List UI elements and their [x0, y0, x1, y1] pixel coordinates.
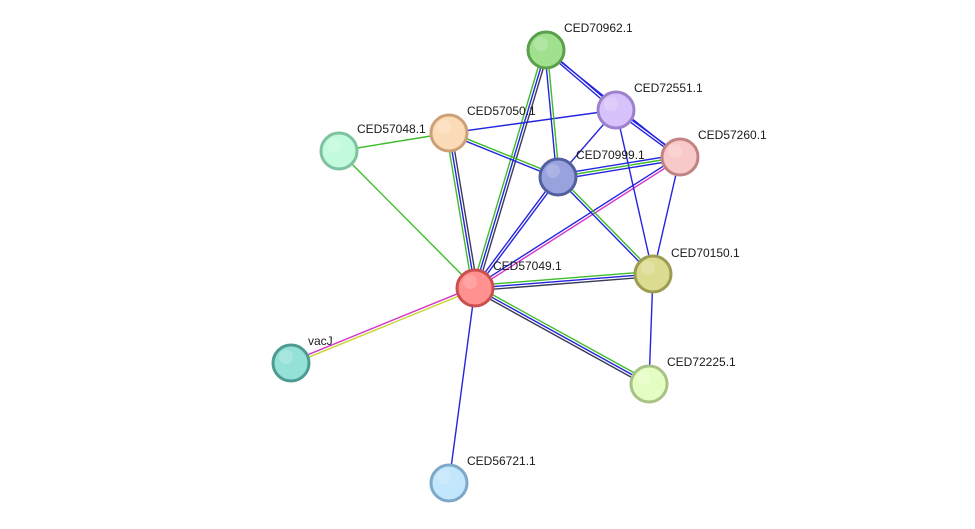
edge-line: [546, 49, 560, 177]
node-highlight: [546, 164, 560, 178]
edge-line: [450, 132, 479, 288]
edge-line: [476, 50, 550, 289]
edge-ced57050-1-ced70999-1: [448, 131, 559, 179]
edge-ced57049-1-ced57048-1: [338, 150, 476, 289]
node-label: CED70150.1: [671, 246, 740, 260]
nodes-layer: CED57049.1 CED70962.1CED72551.1CED57050.1…: [271, 21, 767, 503]
edge-line: [557, 156, 681, 178]
node-vacj[interactable]: vacJ: [271, 334, 333, 383]
node-label: CED70962.1: [564, 21, 633, 35]
node-circle[interactable]: [429, 463, 469, 503]
node-circle[interactable]: [455, 268, 495, 308]
node-label: CED72225.1: [667, 355, 736, 369]
node-ced57050-1[interactable]: CED57050.1: [429, 104, 536, 153]
edge-line: [615, 109, 654, 275]
edge-ced57049-1-ced56721-1: [448, 287, 476, 484]
edge-line: [474, 270, 653, 287]
node-circle[interactable]: [538, 157, 578, 197]
node-ced56721-1[interactable]: CED56721.1: [429, 454, 536, 503]
edge-line: [445, 133, 474, 289]
edge-line: [448, 109, 617, 134]
node-label: vacJ: [308, 334, 333, 348]
node-highlight: [279, 350, 293, 364]
node-ced70150-1[interactable]: CED70150.1: [633, 246, 740, 294]
node-label: CED56721.1: [467, 454, 536, 468]
node-highlight: [437, 120, 451, 134]
node-ced57049-1[interactable]: CED57049.1: [455, 259, 562, 308]
edge-line: [338, 150, 476, 289]
edge-line: [558, 158, 681, 181]
node-circle[interactable]: [596, 90, 636, 130]
node-ced57048-1[interactable]: CED57048.1: [319, 122, 426, 171]
edge-line: [474, 287, 650, 385]
edge-ced57049-1-ced70962-1: [471, 49, 550, 289]
edge-ced57050-1-ced72551-1: [448, 109, 617, 134]
node-label: CED70999.1: [576, 148, 645, 162]
edge-line: [475, 177, 560, 290]
node-label: CED57050.1: [467, 104, 536, 118]
edge-line: [558, 175, 655, 274]
edge-line: [475, 285, 651, 383]
node-label: CED72551.1: [634, 81, 703, 95]
edge-ced72551-1-ced70150-1: [615, 109, 654, 275]
node-ced70962-1[interactable]: CED70962.1: [526, 21, 633, 70]
edge-line: [473, 155, 680, 288]
node-label: CED57048.1: [357, 122, 426, 136]
edge-line: [449, 131, 559, 177]
edge-ced57260-1-ced70150-1: [652, 156, 681, 275]
edge-line: [291, 288, 476, 365]
edge-line: [475, 157, 682, 290]
edge-line: [473, 289, 649, 387]
node-circle[interactable]: [629, 364, 669, 404]
edge-ced57049-1-ced57260-1: [473, 155, 682, 290]
node-ced70999-1[interactable]: CED70999.1: [538, 148, 645, 197]
node-circle[interactable]: [660, 137, 700, 177]
edge-line: [448, 287, 476, 484]
node-highlight: [463, 275, 477, 289]
edge-line: [290, 286, 475, 363]
edge-line: [448, 132, 476, 289]
node-circle[interactable]: [526, 30, 566, 70]
node-ced57260-1[interactable]: CED57260.1: [660, 128, 767, 177]
edge-line: [556, 177, 653, 276]
edge-ced70999-1-ced70150-1: [556, 175, 655, 276]
node-highlight: [327, 138, 341, 152]
edge-ced57049-1-ced57050-1: [445, 132, 479, 289]
edge-line: [473, 175, 558, 288]
node-highlight: [668, 144, 682, 158]
node-ced72225-1[interactable]: CED72225.1: [629, 355, 736, 404]
edge-ced57049-1-ced72225-1: [473, 285, 651, 387]
node-circle[interactable]: [633, 254, 673, 294]
edge-line: [471, 49, 545, 288]
edge-line: [652, 156, 681, 275]
node-circle[interactable]: [319, 131, 359, 171]
edge-ced57049-1-ced70999-1: [473, 175, 560, 290]
node-circle[interactable]: [271, 343, 311, 383]
node-highlight: [641, 261, 655, 275]
edge-line: [474, 273, 654, 289]
edge-ced70999-1-ced57260-1: [557, 153, 681, 181]
node-highlight: [437, 470, 451, 484]
edges-layer: [290, 48, 682, 484]
edge-line: [448, 133, 558, 179]
edge-ced57049-1-ced70150-1: [474, 270, 654, 292]
node-circle[interactable]: [429, 113, 469, 153]
edge-line: [557, 153, 680, 176]
node-ced72551-1[interactable]: CED72551.1: [596, 81, 703, 130]
node-highlight: [534, 37, 548, 51]
edge-line: [544, 50, 558, 178]
node-label: CED57260.1: [698, 128, 767, 142]
edge-ced57049-1-vacj: [290, 286, 476, 365]
node-highlight: [604, 97, 618, 111]
edge-line: [475, 275, 654, 292]
node-highlight: [637, 371, 651, 385]
edge-ced70962-1-ced70999-1: [544, 49, 560, 178]
node-label: CED57049.1: [493, 259, 562, 273]
edge-line: [474, 49, 547, 289]
